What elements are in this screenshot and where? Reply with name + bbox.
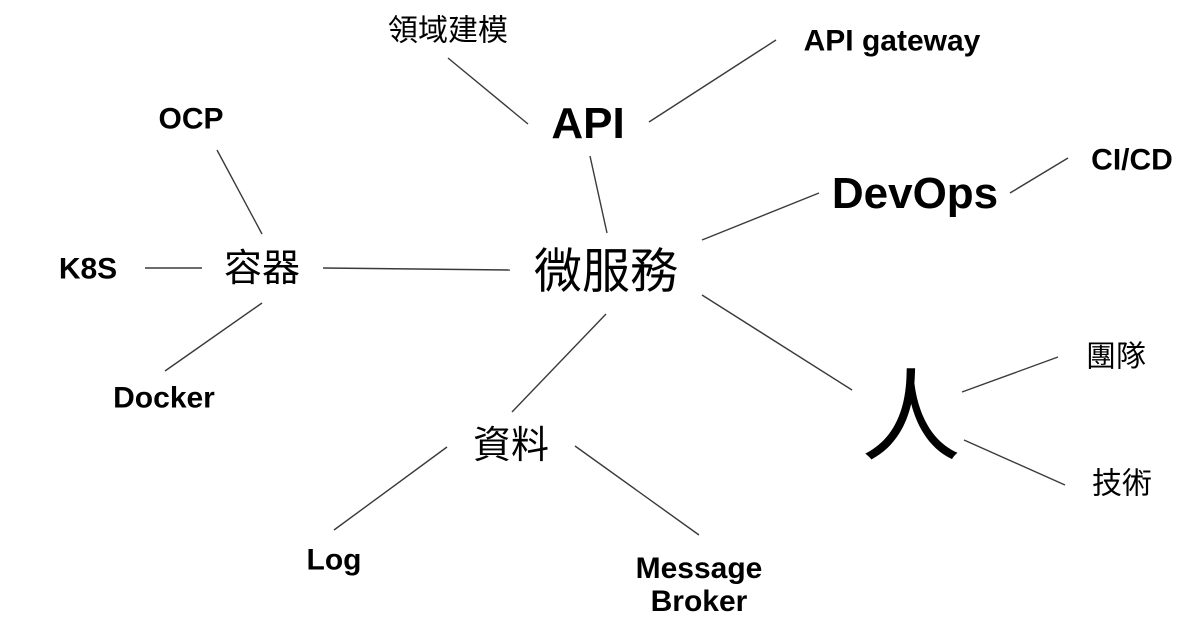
node-people: 人 [861,359,961,476]
node-ocp: OCP [158,102,224,136]
node-team: 團隊 [1086,339,1146,375]
node-message-broker-line1: Message [635,552,763,585]
node-cicd: CI/CD [1091,143,1173,177]
edge-microservices-data [511,313,607,413]
node-skills: 技術 [1092,466,1152,502]
node-api: API [551,98,625,148]
edge-people-team [961,356,1059,393]
edge-microservices-people [701,294,853,391]
node-microservices: 微服務 [533,243,679,300]
node-data: 資料 [472,423,550,468]
node-devops: DevOps [831,168,999,218]
node-message-broker: Message Broker [636,552,763,618]
edge-container-ocp [216,149,263,235]
node-domain-modeling: 領域建模 [388,13,508,49]
node-docker: Docker [113,381,215,415]
node-api-gateway: API gateway [803,24,981,58]
edge-microservices-container [322,267,511,271]
edge-api-domain-modeling [447,57,529,125]
edge-container-docker [164,302,263,372]
edge-people-skills [963,439,1066,486]
edge-microservices-api [589,155,608,234]
edge-data-message-broker [574,445,700,536]
node-log: Log [306,543,362,577]
edge-api-api-gateway [648,39,777,123]
edge-data-log [333,446,448,531]
edge-devops-cicd [1009,157,1069,194]
node-k8s: K8S [58,252,118,286]
node-message-broker-line2: Broker [650,585,748,618]
edge-microservices-devops [701,192,820,241]
node-container: 容器 [223,246,301,291]
